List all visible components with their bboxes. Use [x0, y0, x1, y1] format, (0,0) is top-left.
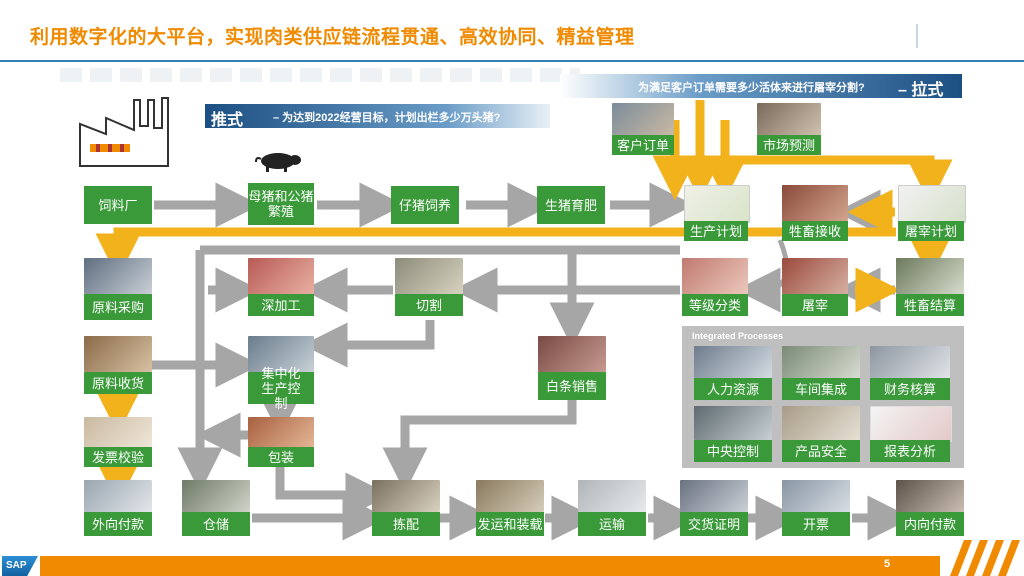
- photo-carcass-sales: [538, 336, 606, 372]
- page-title: 利用数字化的大平台，实现肉类供应链流程贯通、高效协同、精益管理: [30, 27, 635, 48]
- node-customer-order: 客户订单: [612, 135, 674, 155]
- node-material-receipt: 原料收货: [84, 372, 152, 394]
- pig-icon: [255, 153, 301, 172]
- title-rule: [0, 60, 1024, 62]
- pull-banner: 为满足客户订单需要多少活体来进行屠宰分割? – 拉式: [560, 74, 962, 99]
- photo-central-control: [248, 336, 314, 372]
- title-divider-tick: [916, 24, 918, 48]
- ip-item-finance: 财务核算: [870, 378, 950, 400]
- node-market-forecast: 市场预测: [757, 135, 821, 155]
- node-carcass-sales: 白条销售: [538, 372, 606, 400]
- photo-shipping-loading: [476, 480, 544, 512]
- photo-cutting: [395, 258, 463, 294]
- node-livestock-settlement: 牲畜结算: [896, 294, 964, 316]
- sap-logo: SAP: [2, 556, 38, 576]
- node-grading: 等级分类: [682, 294, 748, 316]
- footer-bar: [40, 556, 940, 576]
- photo-slaughter-plan: [898, 185, 966, 223]
- photo-finance: [870, 346, 950, 378]
- node-piglet-rearing: 仔猪饲养: [391, 186, 459, 224]
- page-number: 5: [884, 558, 891, 570]
- node-delivery-proof: 交货证明: [680, 512, 748, 536]
- photo-hr: [694, 346, 772, 378]
- photo-transport: [578, 480, 646, 512]
- push-question: – 为达到2022经营目标，计划出栏多少万头猪?: [273, 112, 501, 124]
- node-slaughter-plan: 屠宰计划: [898, 221, 964, 241]
- photo-deep-processing: [248, 258, 314, 294]
- photo-grading: [682, 258, 748, 294]
- faded-background-strip: [60, 68, 580, 82]
- footer-stripes-decoration: [950, 540, 1020, 576]
- photo-reporting: [870, 406, 952, 442]
- ip-item-workshop: 车间集成: [782, 378, 860, 400]
- node-invoice-verify: 发票校验: [84, 447, 152, 467]
- node-feed-mill: 饲料厂: [84, 186, 152, 224]
- integrated-processes-title: Integrated Processes: [692, 331, 784, 341]
- node-warehousing: 仓储: [182, 512, 250, 536]
- node-packaging: 包装: [248, 447, 314, 467]
- node-inbound-payment: 内向付款: [896, 512, 964, 536]
- photo-warehousing: [182, 480, 250, 512]
- push-label: 推式: [211, 112, 244, 129]
- photo-material-purchase: [84, 258, 152, 294]
- node-outbound-payment: 外向付款: [84, 512, 152, 536]
- pull-label: – 拉式: [898, 82, 944, 99]
- node-transport: 运输: [578, 512, 646, 536]
- photo-central-control-ip: [694, 406, 772, 440]
- node-hog-finishing: 生猪育肥: [537, 186, 605, 224]
- photo-invoice-verify: [84, 417, 152, 447]
- ip-item-reporting: 报表分析: [870, 440, 950, 462]
- photo-workshop: [782, 346, 860, 378]
- photo-picking: [372, 480, 440, 512]
- photo-slaughter: [782, 258, 848, 294]
- node-deep-processing: 深加工: [248, 294, 314, 316]
- push-banner: 推式 – 为达到2022经营目标，计划出栏多少万头猪?: [205, 104, 550, 129]
- node-central-control: 集中化生产控制: [248, 366, 314, 411]
- factory-icon: [79, 97, 169, 167]
- node-livestock-receipt: 牲畜接收: [782, 221, 848, 241]
- ip-item-central-control: 中央控制: [694, 440, 772, 462]
- node-shipping-loading: 发运和装载: [476, 512, 544, 536]
- photo-market-forecast: [757, 103, 821, 135]
- photo-packaging: [248, 417, 314, 447]
- photo-product-safety: [782, 406, 860, 440]
- photo-outbound-payment: [84, 480, 152, 512]
- pull-question: 为满足客户订单需要多少活体来进行屠宰分割?: [638, 82, 865, 94]
- node-sow-breeding: 母猪和公猪繁殖: [248, 183, 314, 225]
- ip-item-product-safety: 产品安全: [782, 440, 860, 462]
- photo-livestock-settlement: [896, 258, 964, 294]
- node-production-plan: 生产计划: [684, 221, 748, 241]
- photo-customer-order: [612, 103, 674, 135]
- yellow-arrows: [95, 100, 953, 505]
- node-slaughter: 屠宰: [782, 294, 848, 316]
- node-material-purchase: 原料采购: [84, 294, 152, 320]
- node-invoicing: 开票: [782, 512, 850, 536]
- photo-invoicing: [782, 480, 850, 512]
- node-cutting: 切割: [395, 294, 463, 316]
- photo-delivery-proof: [680, 480, 748, 512]
- ip-item-hr: 人力资源: [694, 378, 772, 400]
- photo-production-plan: [684, 185, 750, 223]
- photo-material-receipt: [84, 336, 152, 372]
- node-picking: 拣配: [372, 512, 440, 536]
- gray-arrows: [152, 182, 913, 541]
- photo-inbound-payment: [896, 480, 964, 512]
- integrated-processes-panel: Integrated Processes 人力资源 车间集成 财务核算 中央控制…: [682, 326, 964, 468]
- photo-livestock-receipt: [782, 185, 848, 221]
